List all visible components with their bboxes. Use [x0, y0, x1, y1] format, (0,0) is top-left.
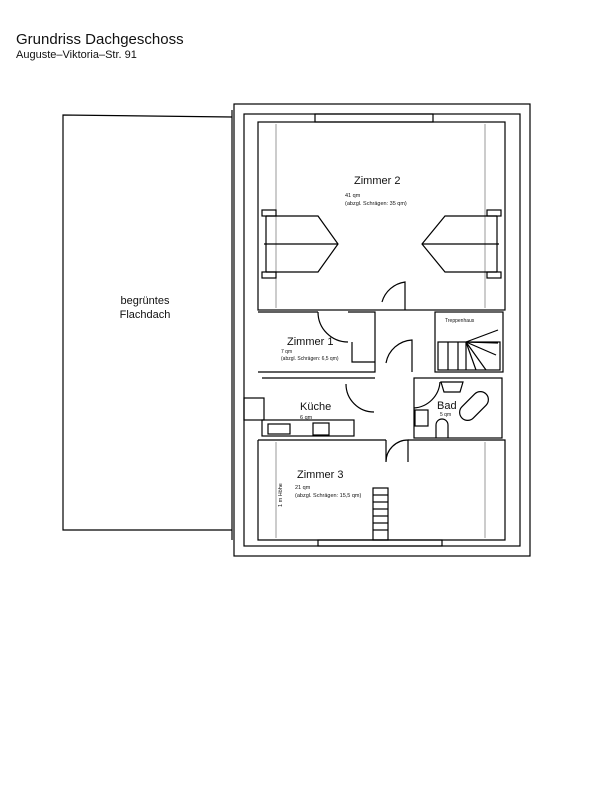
dormer-left	[261, 209, 339, 279]
roof-label-1: begrüntes	[121, 295, 170, 307]
window	[317, 539, 443, 547]
dormer-right	[421, 209, 502, 279]
zimmer2-area: 41 qm	[345, 193, 361, 199]
outer-wall	[233, 103, 531, 557]
zimmer3-net: (abzgl. Schrägen: 15,5 qm)	[295, 493, 362, 499]
flat-roof-outline	[62, 114, 233, 531]
bad-name: Bad	[437, 400, 457, 412]
zimmer3-area: 21 qm	[295, 485, 311, 491]
zimmer2-name: Zimmer 2	[354, 175, 400, 187]
ladder	[372, 487, 389, 541]
page-title: Grundriss Dachgeschoss	[16, 31, 184, 48]
kueche-area: 6 qm	[300, 415, 313, 421]
zimmer3-name: Zimmer 3	[297, 469, 343, 481]
window	[314, 113, 434, 123]
zimmer1-net: (abzgl. Schrägen: 6,5 qm)	[281, 356, 339, 362]
kueche-name: Küche	[300, 401, 331, 413]
zimmer3-height-note: 1 m Höhe	[278, 483, 284, 507]
roof-label-2: Flachdach	[120, 309, 171, 321]
zimmer2-net: (abzgl. Schrägen: 35 qm)	[345, 201, 407, 207]
address: Auguste–Viktoria–Str. 91	[16, 49, 137, 61]
treppenhaus-label: Treppenhaus	[445, 318, 475, 324]
staircase	[437, 329, 501, 371]
zimmer1-name: Zimmer 1	[287, 336, 333, 348]
bad-area: 5 qm	[440, 412, 451, 418]
zimmer1-area: 7 qm	[281, 349, 292, 355]
